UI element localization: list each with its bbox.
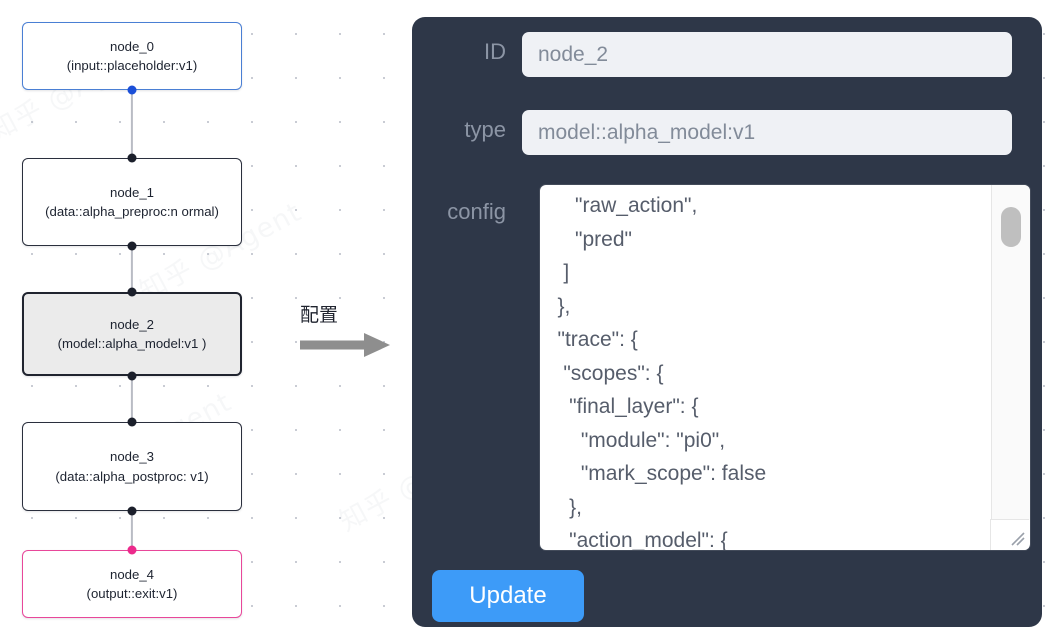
graph-node-node_1[interactable]: node_1 (data::alpha_preproc:n ormal) xyxy=(22,158,242,246)
node-title: node_0 xyxy=(109,38,154,54)
node-handle-target-node_4[interactable] xyxy=(127,545,137,555)
config-scrollbar-thumb[interactable] xyxy=(1001,207,1021,247)
config-scrollbar-track[interactable] xyxy=(991,185,1030,520)
edge-node0-node1 xyxy=(130,90,134,158)
node-handle-source-node_1[interactable] xyxy=(127,241,137,251)
node-handle-source-node_2[interactable] xyxy=(127,371,137,381)
config-field-label: config xyxy=(447,199,506,224)
graph-node-node_2[interactable]: node_2 (model::alpha_model:v1 ) xyxy=(22,292,242,376)
field-row-type: type model::alpha_model:v1 xyxy=(412,110,1030,155)
graph-node-node_4[interactable]: node_4 (output::exit:v1) xyxy=(22,550,242,618)
config-annotation: 配置 xyxy=(300,300,400,360)
config-resize-grip[interactable] xyxy=(990,519,1029,550)
node-subtitle: (output::exit:v1) xyxy=(86,586,178,601)
edge-node3-node4 xyxy=(130,511,134,550)
config-textarea[interactable]: "raw_action", "pred" ] }, "trace": { "sc… xyxy=(557,194,767,550)
type-field-label: type xyxy=(464,117,506,142)
edge-node1-node2 xyxy=(130,246,134,292)
node-handle-target-node_3[interactable] xyxy=(127,417,137,427)
node-title: node_2 xyxy=(109,316,154,332)
id-input[interactable]: node_2 xyxy=(522,32,1012,77)
node-handle-target-node_2[interactable] xyxy=(127,287,137,297)
node-config-panel: ID node_2 type model::alpha_model:v1 con… xyxy=(412,17,1042,627)
right-arrow-icon xyxy=(300,333,390,357)
edge-node2-node3 xyxy=(130,376,134,422)
type-input[interactable]: model::alpha_model:v1 xyxy=(522,110,1012,155)
annotation-label: 配置 xyxy=(300,304,339,326)
node-subtitle: (data::alpha_postproc: v1) xyxy=(55,468,209,484)
graph-node-node_3[interactable]: node_3 (data::alpha_postproc: v1) xyxy=(22,422,242,511)
node-subtitle: (data::alpha_preproc:n ormal) xyxy=(45,204,219,219)
id-field-label: ID xyxy=(484,39,506,64)
config-textarea-wrapper: "raw_action", "pred" ] }, "trace": { "sc… xyxy=(540,185,1030,550)
node-title: node_1 xyxy=(109,184,154,200)
node-handle-target-node_1[interactable] xyxy=(127,153,137,163)
node-title: node_3 xyxy=(109,449,154,465)
update-button[interactable]: Update xyxy=(432,570,584,622)
node-handle-source-node_3[interactable] xyxy=(127,506,137,516)
graph-node-node_0[interactable]: node_0 (input::placeholder:v1) xyxy=(22,22,242,90)
node-subtitle: (input::placeholder:v1) xyxy=(66,58,198,73)
node-title: node_4 xyxy=(109,566,154,582)
field-row-id: ID node_2 xyxy=(412,32,1030,77)
node-handle-source-node_0[interactable] xyxy=(127,85,137,95)
node-subtitle: (model::alpha_model:v1 ) xyxy=(57,336,207,351)
